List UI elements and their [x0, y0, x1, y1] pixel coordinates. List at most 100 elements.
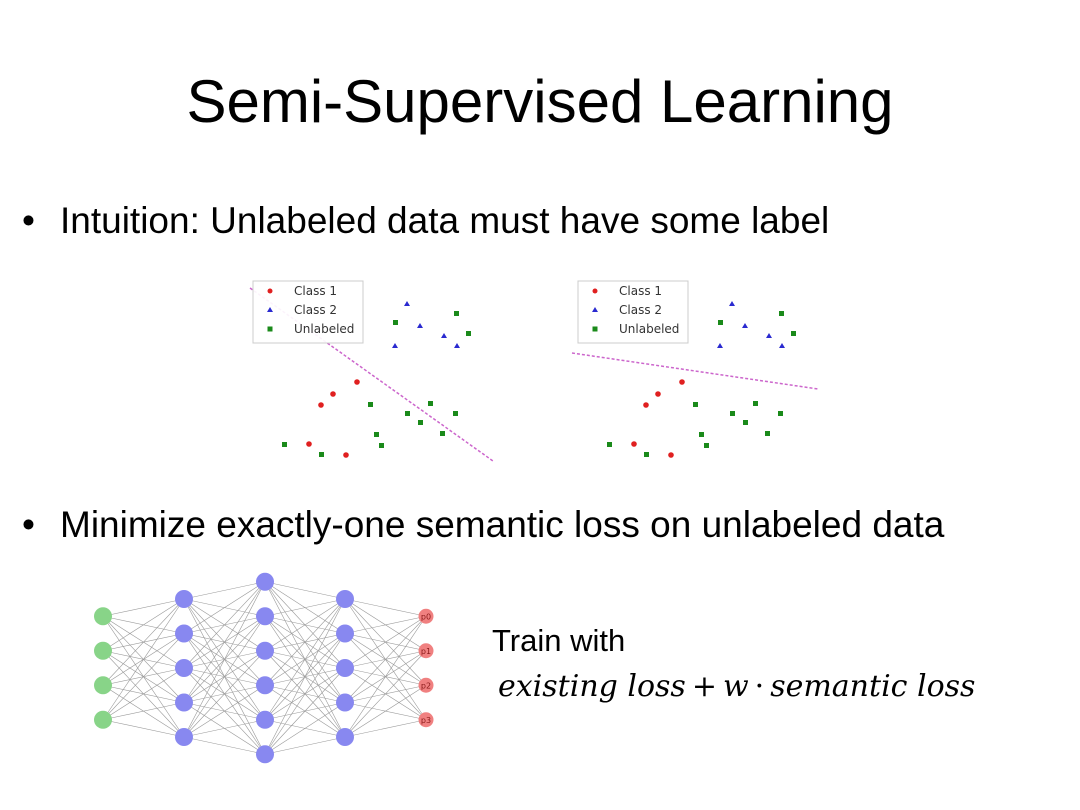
output-label: p2 [421, 681, 431, 690]
network-edge [264, 581, 346, 600]
hidden-node [256, 641, 274, 660]
network-edge [344, 615, 427, 634]
network-edge [102, 598, 185, 652]
hidden-node [256, 676, 274, 695]
class-2-marker-icon [267, 307, 273, 312]
bullet-minimize-text: Minimize exactly-one semantic loss on un… [60, 504, 945, 545]
output-node [418, 712, 434, 728]
network-edges [102, 581, 427, 755]
bullet-minimize: • Minimize exactly-one semantic loss on u… [22, 503, 944, 547]
legend-class-1: Class 1 [294, 284, 337, 298]
network-nodes: p0 p1 p2 p3 [94, 572, 434, 764]
input-node [94, 710, 112, 729]
output-label: p1 [421, 647, 431, 656]
slide-title: Semi-Supervised Learning [186, 68, 894, 135]
input-node [94, 641, 112, 660]
legend-left: Class 1 Class 2 Unlabeled [252, 280, 364, 344]
network-edge [264, 736, 346, 755]
hidden-node [256, 572, 274, 591]
hidden-node [175, 624, 193, 643]
scatter-plot-left: Class 1 Class 2 Unlabeled [249, 280, 494, 462]
bullet-intuition-text: Intuition: Unlabeled data must have some… [60, 200, 830, 241]
network-edge [183, 736, 266, 755]
network-edge [344, 650, 427, 738]
unlabeled-points [607, 311, 796, 457]
network-edge [102, 598, 185, 720]
network-edge [264, 633, 346, 755]
network-edge [102, 667, 185, 721]
network-edge [183, 581, 266, 669]
network-edge [264, 598, 346, 686]
network-edge [183, 616, 266, 738]
network-edge [183, 684, 266, 738]
class-1-points [306, 379, 360, 458]
output-node [418, 677, 434, 693]
weight-symbol: w [722, 669, 749, 704]
bullet-dot: • [22, 200, 35, 241]
class-1-marker-icon [267, 288, 273, 294]
class-1-points [631, 379, 685, 458]
hidden-node [336, 624, 354, 643]
bullet-dot: • [22, 504, 35, 545]
existing-loss-term: existing loss [498, 669, 686, 704]
network-edge [344, 598, 427, 617]
hidden-node [336, 728, 354, 746]
network-edge [183, 581, 266, 634]
semantic-loss-term: semantic loss [770, 669, 976, 704]
network-edge [344, 684, 427, 738]
hidden-node [175, 659, 193, 677]
scatter-plot-right: Class 1 Class 2 Unlabeled [571, 280, 819, 458]
plus-operator: + [691, 669, 717, 704]
legend-class-2: Class 2 [294, 303, 337, 317]
network-edge [264, 598, 346, 755]
train-with-label: Train with [492, 623, 626, 658]
network-edge [344, 615, 427, 669]
network-edge [183, 581, 266, 738]
output-label: p0 [421, 612, 431, 621]
legend-class-2: Class 2 [619, 303, 662, 317]
input-node [94, 676, 112, 695]
network-edge [183, 581, 266, 703]
network-edge [264, 667, 346, 755]
class-2-points [717, 301, 785, 348]
network-edge [344, 616, 427, 738]
neural-network-diagram: p0 p1 p2 p3 [94, 572, 434, 764]
network-edge [102, 702, 185, 721]
hidden-node [336, 693, 354, 712]
hidden-node [175, 590, 193, 608]
legend-unlabeled: Unlabeled [619, 322, 679, 336]
output-label: p3 [421, 716, 431, 725]
output-node [418, 643, 434, 659]
class-2-points [392, 301, 460, 348]
network-edge [344, 616, 427, 703]
legend-unlabeled: Unlabeled [294, 322, 354, 336]
legend-class-1: Class 1 [619, 284, 662, 298]
network-edge [264, 702, 346, 755]
network-edge [102, 598, 185, 617]
hidden-node [336, 659, 354, 677]
loss-formula: existing loss+w·semantic loss [498, 667, 975, 707]
network-edge [183, 581, 266, 600]
network-edge [264, 598, 346, 720]
hidden-node [256, 710, 274, 729]
hidden-node [175, 693, 193, 712]
multiply-operator: · [754, 669, 765, 704]
unlabeled-marker-icon [267, 326, 273, 332]
unlabeled-marker-icon [592, 326, 598, 332]
hidden-node [175, 728, 193, 746]
network-edge [102, 633, 185, 720]
class-1-marker-icon [592, 288, 598, 294]
hidden-node [336, 590, 354, 608]
unlabeled-points [282, 311, 471, 457]
output-node [418, 608, 434, 624]
input-node [94, 607, 112, 626]
hidden-node [256, 745, 274, 764]
network-edge [102, 598, 185, 686]
network-edge [183, 650, 266, 738]
decision-boundary-right [571, 352, 819, 390]
network-edge [264, 598, 346, 617]
class-2-marker-icon [592, 307, 598, 312]
network-edge [102, 719, 185, 738]
network-edge [344, 719, 427, 738]
bullet-intuition: • Intuition: Unlabeled data must have som… [22, 199, 829, 243]
